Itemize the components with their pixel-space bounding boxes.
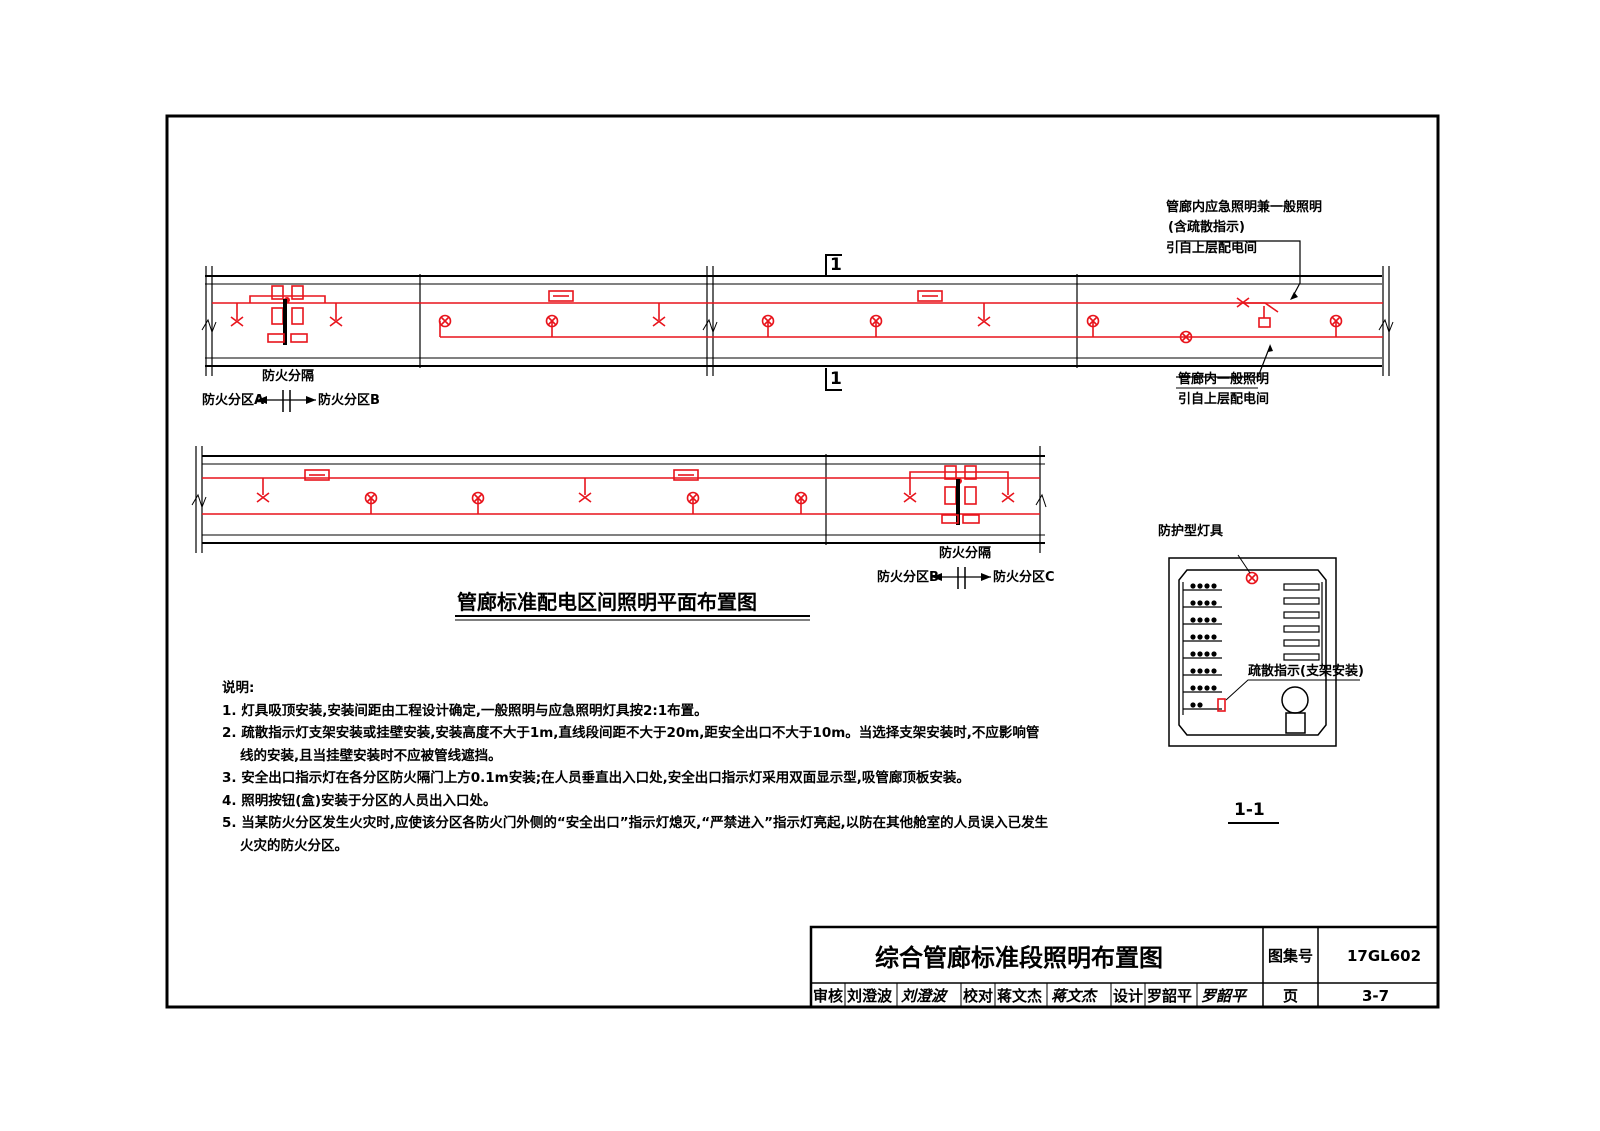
callout-emergency-line1: 管廊内应急照明兼一般照明	[1166, 199, 1322, 215]
checker-name: 蒋文杰	[997, 987, 1042, 1005]
section-marker-top: 1	[830, 255, 842, 275]
note-item-2: 2. 疏散指示灯支架安装或挂壁安装,安装高度不大于1m,直线段间距不大于20m,…	[222, 725, 1040, 764]
callout-general-line1: 管廊内一般照明	[1178, 371, 1269, 387]
section-title: 1-1	[1234, 800, 1265, 820]
zone-b-label-1: 防火分区B	[318, 392, 380, 408]
plan-lower	[191, 446, 1047, 553]
section-marker-bottom: 1	[830, 369, 842, 389]
checker-signature: 蒋文杰	[1051, 987, 1098, 1005]
notes-heading: 说明:	[222, 680, 255, 696]
lamp-icon	[438, 314, 1343, 344]
emergency-light-icon	[230, 297, 1250, 327]
section-label-evac: 疏散指示(支架安装)	[1248, 663, 1364, 679]
atlas-number: 17GL602	[1347, 947, 1421, 965]
fire-door-cluster	[941, 465, 980, 525]
zone-arrow-upper	[257, 390, 316, 412]
fire-separation-label-1: 防火分隔	[262, 368, 314, 384]
lamp-icon	[364, 491, 808, 505]
section-label-lamp: 防护型灯具	[1158, 523, 1223, 539]
section-mark-top	[825, 254, 842, 277]
zone-arrow-lower	[932, 567, 991, 589]
reviewer-name: 刘澄波	[847, 987, 893, 1005]
page-label: 页	[1283, 987, 1298, 1005]
note-item-5: 5. 当某防火分区发生火灾时,应使该分区各防火门外侧的“安全出口”指示灯熄灭,“…	[222, 815, 1049, 854]
review-label: 审核	[813, 987, 843, 1005]
note-item-1: 1. 灯具吸顶安装,安装间距由工程设计确定,一般照明与应急照明灯具按2:1布置。	[222, 702, 708, 719]
atlas-label: 图集号	[1268, 947, 1313, 965]
evacuation-sign-icon	[1217, 698, 1226, 712]
check-label: 校对	[963, 987, 993, 1005]
notes: 说明: 1. 灯具吸顶安装,安装间距由工程设计确定,一般照明与应急照明灯具按2:…	[222, 677, 1052, 857]
note-item-4: 4. 照明按钮(盒)安装于分区的人员出入口处。	[222, 792, 497, 809]
designer-signature: 罗韶平	[1201, 987, 1248, 1005]
plan-title: 管廊标准配电区间照明平面布置图	[457, 590, 757, 614]
zone-c-label: 防火分区C	[993, 569, 1055, 585]
fire-door-cluster	[249, 285, 326, 345]
section-1-1	[1168, 554, 1360, 747]
callout-emergency-line2: (含疏散指示)	[1168, 219, 1245, 235]
plan-upper	[201, 240, 1394, 378]
zone-b-label-2: 防火分区B	[877, 569, 939, 585]
note-item-3: 3. 安全出口指示灯在各分区防火隔门上方0.1m安装;在人员垂直出入口处,安全出…	[222, 770, 970, 786]
designer-name: 罗韶平	[1147, 987, 1192, 1005]
fire-separation-label-2: 防火分隔	[939, 545, 991, 561]
reviewer-signature: 刘澄波	[901, 987, 949, 1005]
zone-a-label: 防火分区A	[202, 392, 264, 408]
callout-emergency-line3: 引自上层配电间	[1166, 240, 1257, 256]
sheet-frame	[165, 114, 1440, 1009]
page-number: 3-7	[1362, 987, 1389, 1005]
emergency-light-icon	[256, 492, 1015, 503]
callout-general-line2: 引自上层配电间	[1178, 391, 1269, 407]
protective-lamp-icon	[1245, 571, 1259, 585]
section-mark-bottom	[825, 368, 842, 391]
drawing-title: 综合管廊标准段照明布置图	[875, 944, 1163, 972]
design-label: 设计	[1113, 987, 1143, 1005]
title-block	[809, 925, 1440, 1009]
